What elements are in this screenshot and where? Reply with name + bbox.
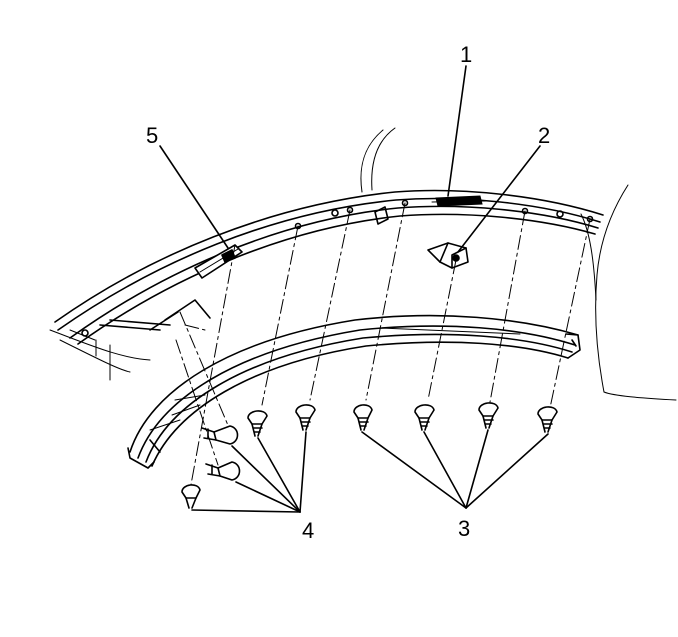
callout-3: 3 bbox=[458, 516, 470, 541]
callout-1: 1 bbox=[460, 42, 472, 67]
screw-group-4 bbox=[181, 404, 316, 509]
roof-rail-track bbox=[54, 189, 604, 345]
screw-icon bbox=[247, 410, 268, 437]
alignment-lines bbox=[175, 202, 591, 491]
screw-icon bbox=[537, 406, 558, 433]
rail-end-clip bbox=[194, 244, 243, 279]
screw-icon bbox=[353, 404, 373, 431]
roof-molding-icon bbox=[127, 314, 581, 469]
screw-icon bbox=[181, 484, 201, 509]
screw-group-3 bbox=[353, 402, 558, 433]
vehicle-body-outline bbox=[49, 127, 677, 401]
callout-2: 2 bbox=[538, 123, 550, 148]
callout-5: 5 bbox=[146, 123, 158, 148]
retainer-clip-icon bbox=[427, 242, 469, 269]
screw-icon bbox=[205, 461, 241, 481]
screw-icon bbox=[414, 404, 435, 431]
front-molding-retainer bbox=[431, 195, 487, 207]
leader-lines bbox=[159, 65, 549, 513]
screw-icon bbox=[295, 404, 316, 431]
callout-4: 4 bbox=[302, 518, 314, 543]
screw-icon bbox=[201, 425, 239, 445]
screw-icon bbox=[478, 402, 499, 429]
